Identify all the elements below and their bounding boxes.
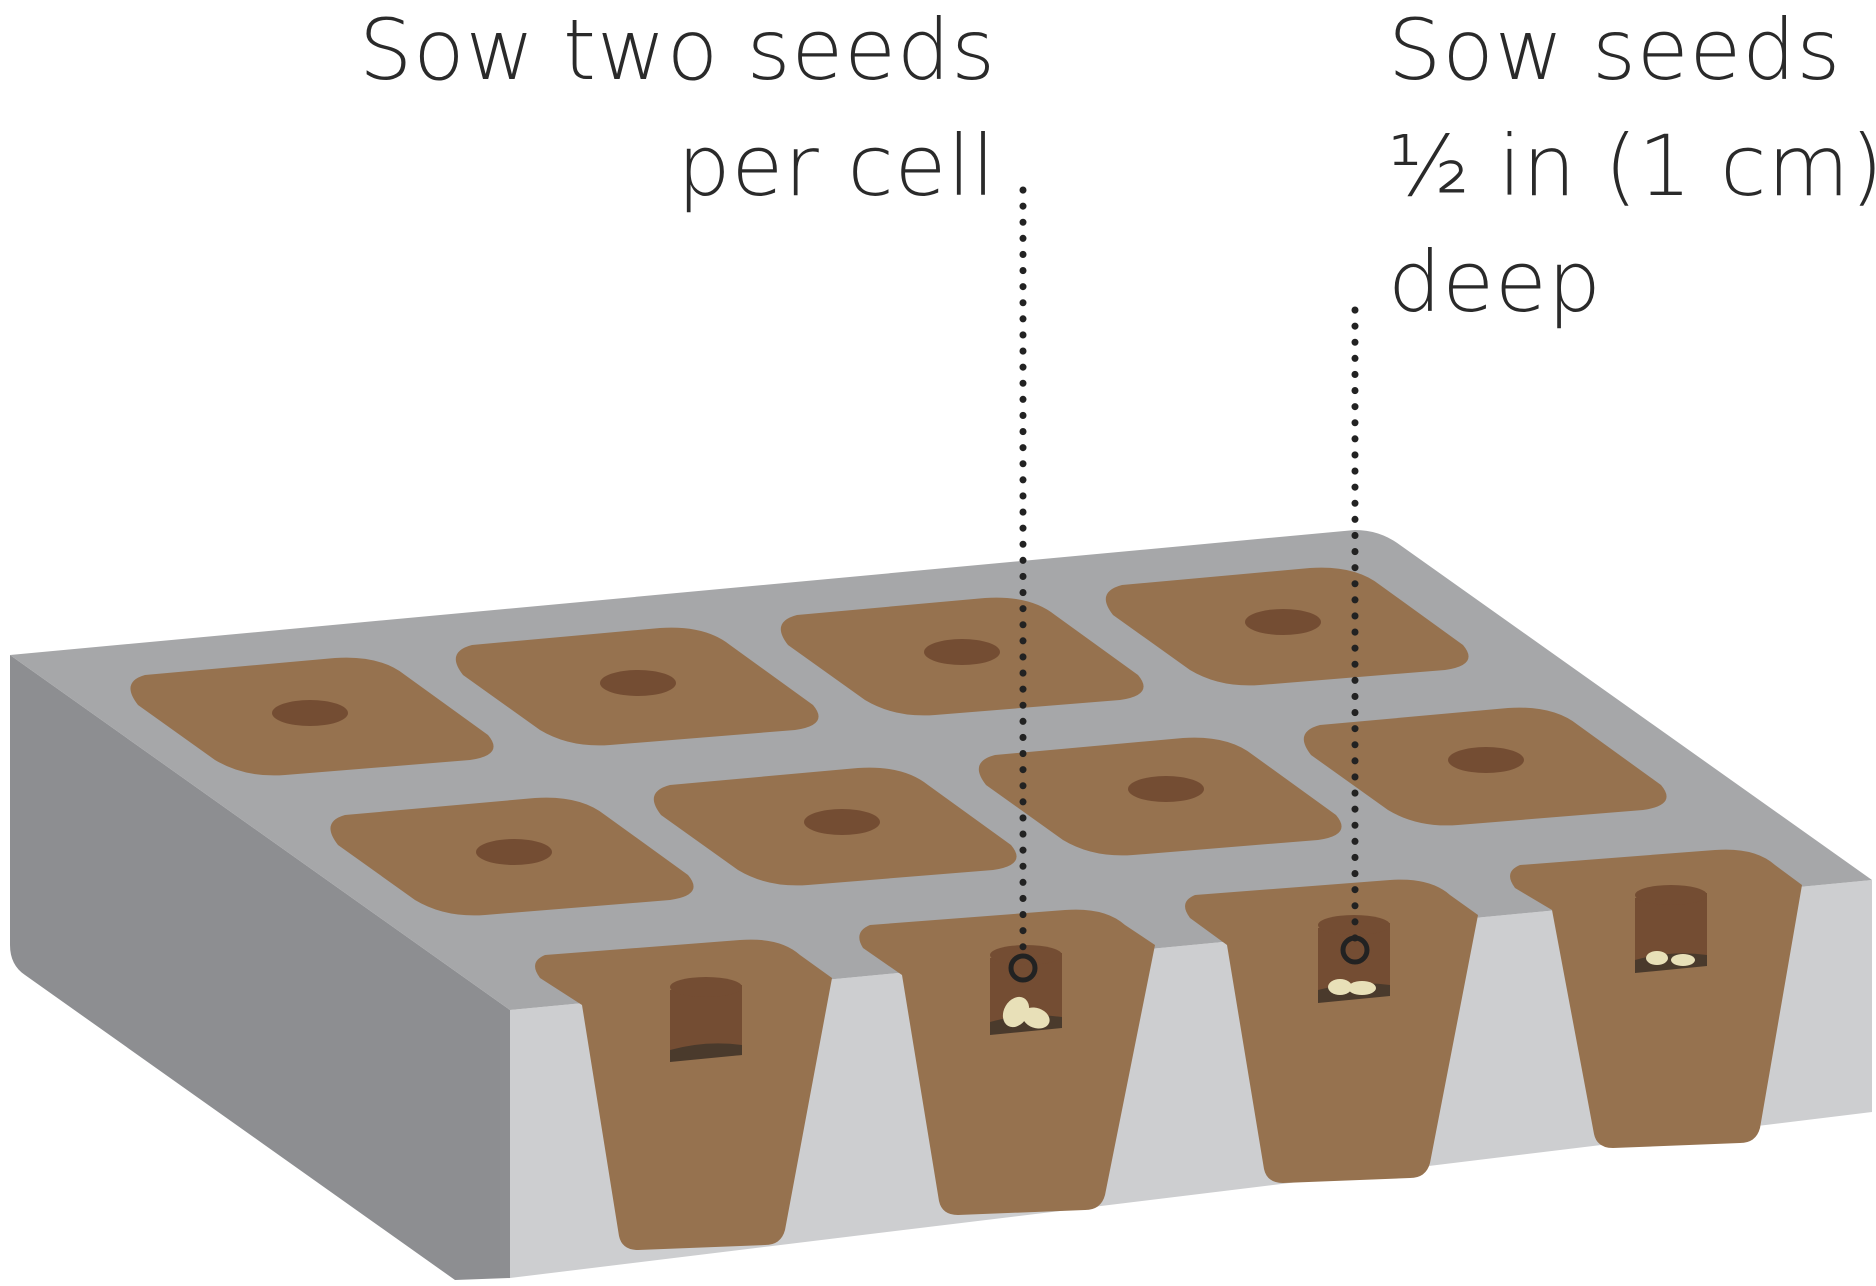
tray-left-side xyxy=(10,655,510,1280)
leader-line-seed-depth xyxy=(1340,306,1370,965)
cell xyxy=(1303,707,1667,826)
cell-section xyxy=(1510,849,1802,1148)
cell xyxy=(780,597,1144,716)
annotation-seed-depth: Sow seeds ½ in (1 cm) deep xyxy=(1388,0,1876,340)
annotation-line: ½ in (1 cm) xyxy=(1388,117,1876,215)
cells-middle-row xyxy=(330,707,1667,916)
cell-section xyxy=(859,909,1155,1215)
seeds-at-depth xyxy=(1646,951,1695,966)
cell xyxy=(653,767,1017,886)
annotation-line: Sow seeds xyxy=(1388,1,1842,99)
cells-front-row xyxy=(535,849,1802,1250)
cell xyxy=(130,657,494,776)
annotation-line: per cell xyxy=(677,117,996,215)
cell-section xyxy=(1185,879,1478,1183)
tray-front-side xyxy=(510,880,1872,1278)
seeds-at-depth xyxy=(1328,979,1376,995)
cell xyxy=(1105,567,1469,686)
annotation-line: Sow two seeds xyxy=(358,1,996,99)
annotation-line: deep xyxy=(1388,233,1602,331)
cell xyxy=(330,797,694,916)
cell-section xyxy=(535,939,832,1250)
two-seeds xyxy=(1002,996,1050,1029)
cell xyxy=(978,737,1342,856)
annotation-two-seeds: Sow two seeds per cell xyxy=(359,0,996,224)
cell xyxy=(455,627,819,746)
cells-back-row xyxy=(130,567,1469,776)
leader-line-two-seeds xyxy=(1008,186,1038,983)
